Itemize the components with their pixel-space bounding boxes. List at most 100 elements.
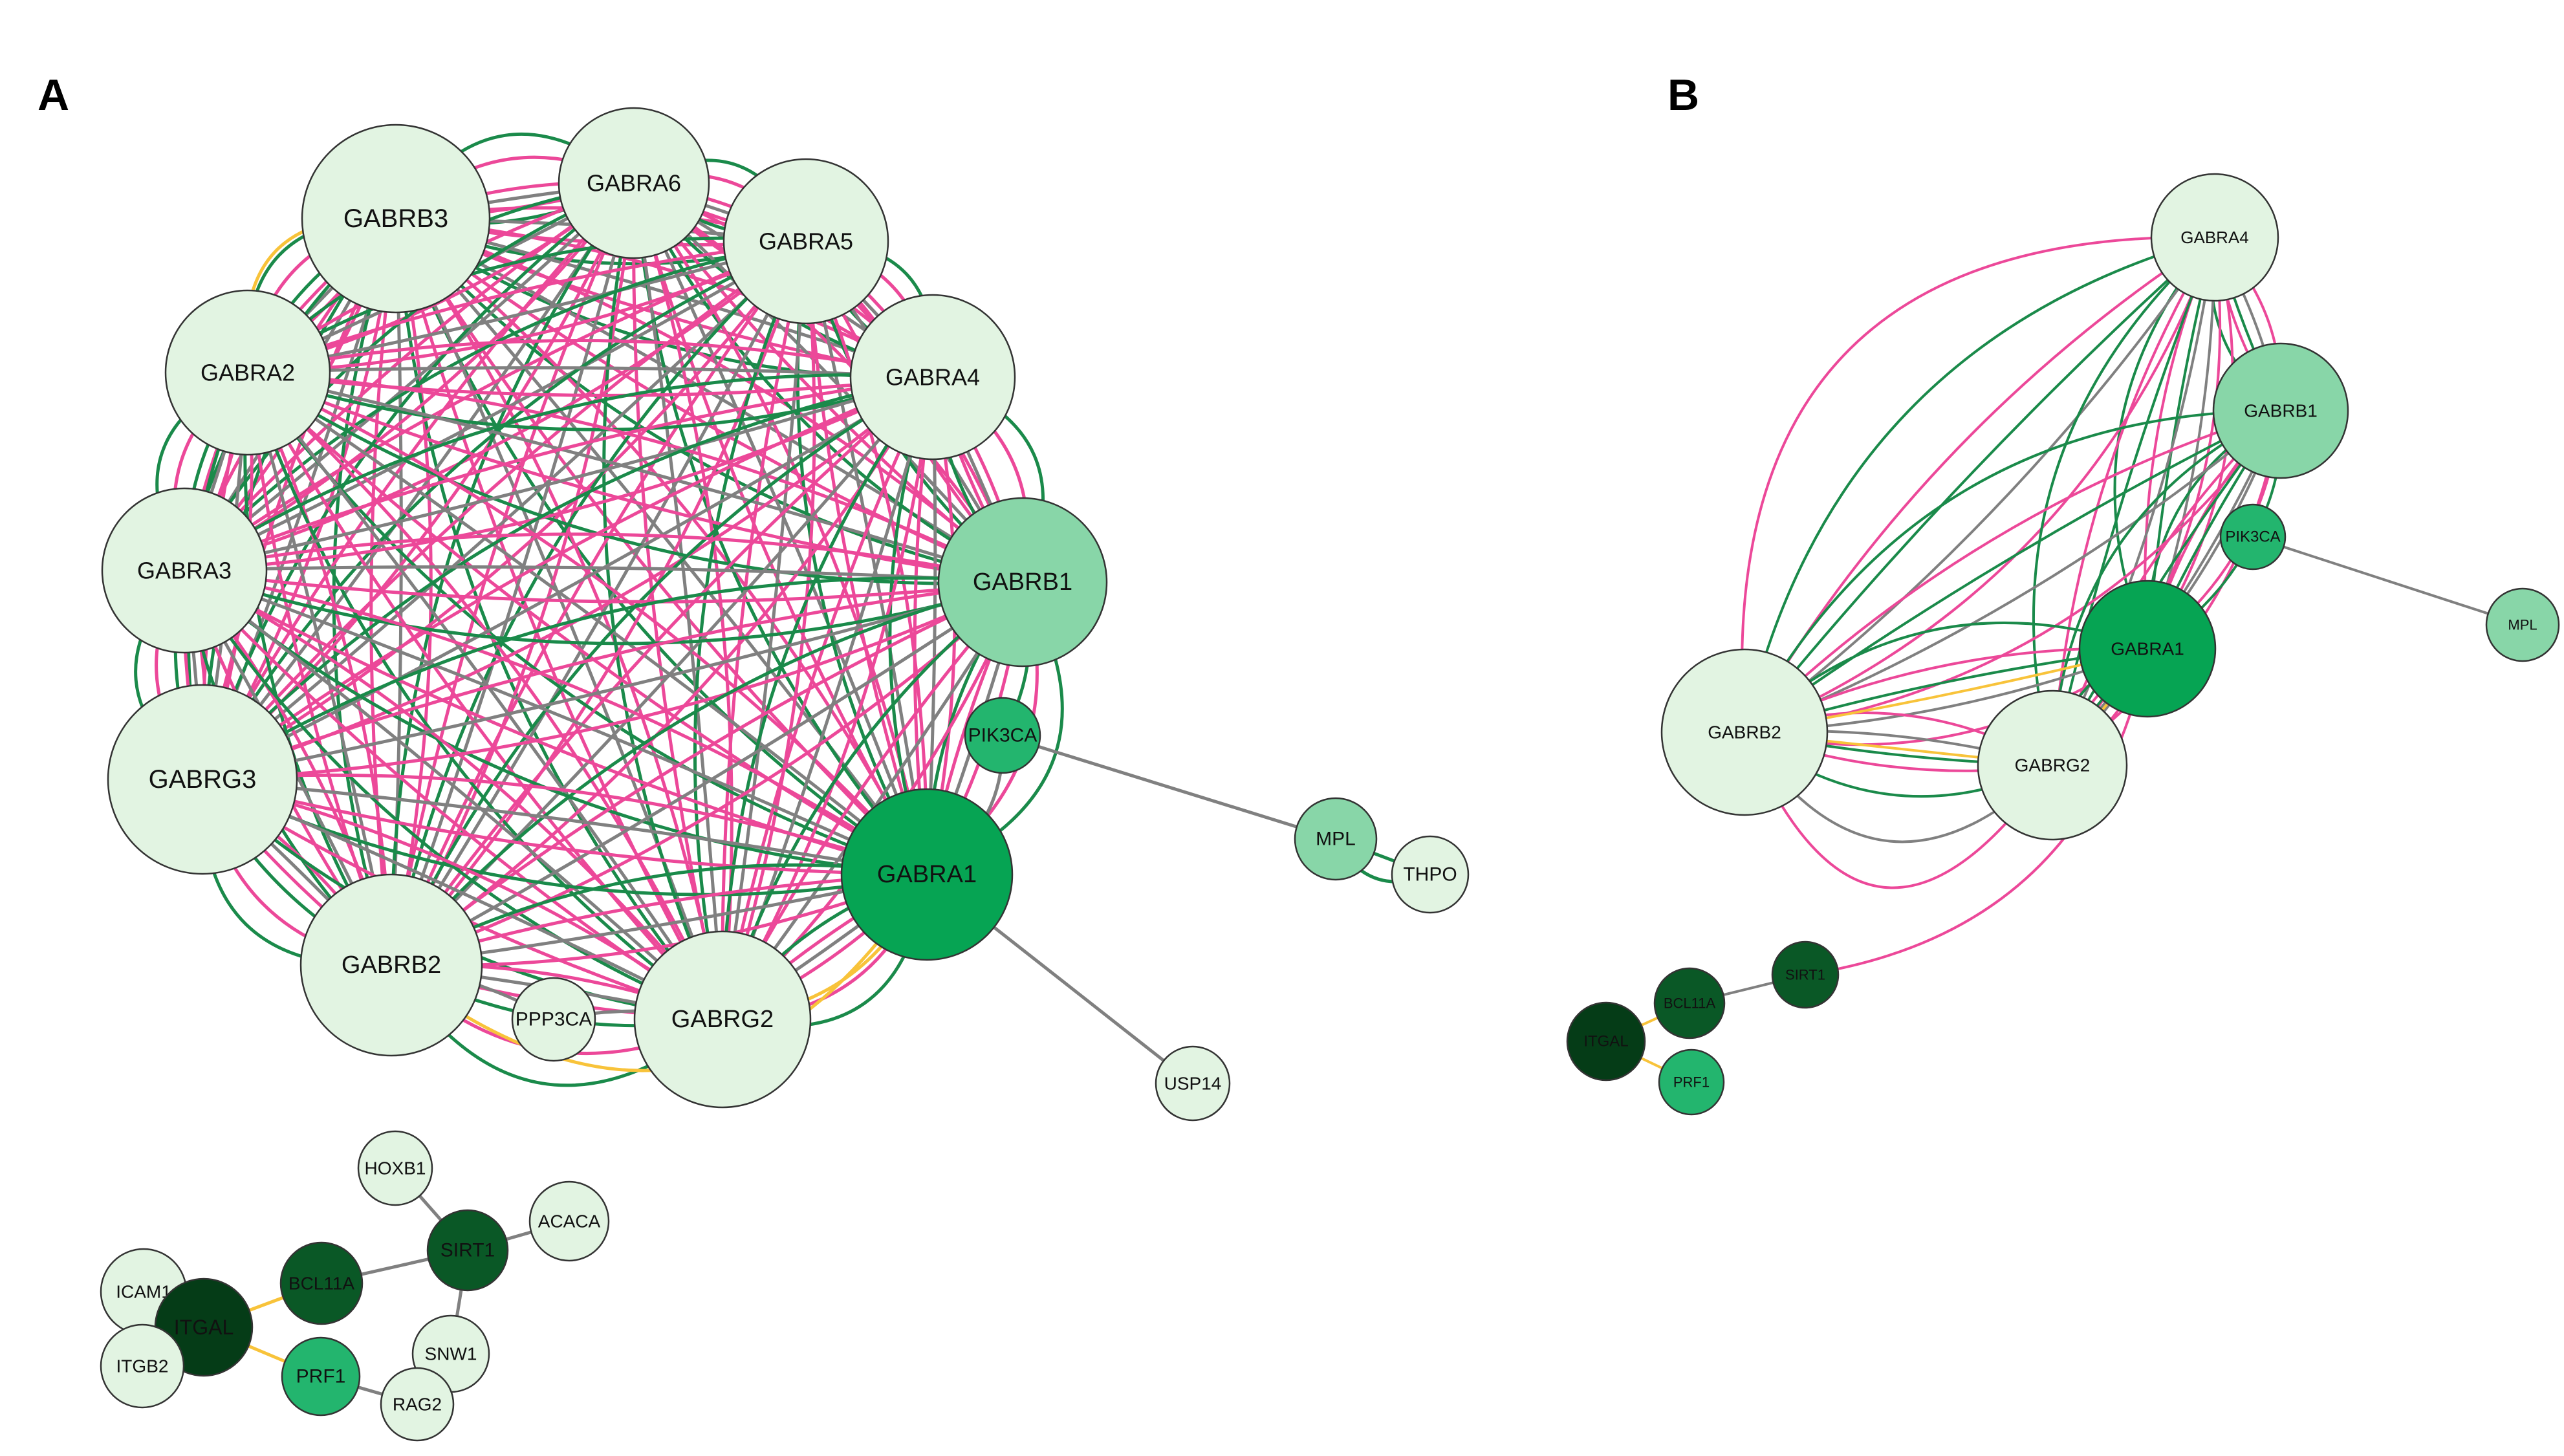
panel-a-label: A — [38, 71, 69, 120]
network-edge — [389, 239, 808, 967]
network-edge — [201, 375, 935, 781]
network-edge — [394, 217, 929, 876]
node-gabra5[interactable]: GABRA5 — [722, 158, 889, 325]
node-circle — [1294, 797, 1378, 881]
node-gabrg2[interactable]: GABRG2 — [1977, 690, 2128, 841]
network-edge — [2051, 236, 2216, 766]
node-pik3ca[interactable]: PIK3CA — [2219, 503, 2287, 570]
node-label: GABRG2 — [671, 1006, 774, 1033]
node-circle — [722, 158, 889, 325]
node-gabrb2[interactable]: GABRB2 — [299, 873, 483, 1057]
node-bcl11a[interactable]: BCL11A — [1653, 967, 1726, 1039]
network-edge — [394, 217, 929, 876]
node-circle — [849, 294, 1016, 461]
network-edge — [1743, 409, 2282, 733]
node-circle — [357, 1130, 433, 1206]
node-sirt1[interactable]: SIRT1 — [1771, 940, 1840, 1009]
network-edge — [804, 239, 929, 876]
node-hoxb1[interactable]: HOXB1 — [357, 1130, 433, 1206]
network-edge — [1804, 647, 2149, 976]
network-edge — [182, 569, 929, 876]
node-label: THPO — [1403, 864, 1457, 886]
node-gabra6[interactable]: GABRA6 — [558, 107, 710, 259]
network-edge — [182, 569, 1025, 603]
node-pik3ca[interactable]: PIK3CA — [964, 697, 1041, 774]
node-ppp3ca[interactable]: PPP3CA — [511, 977, 596, 1062]
node-label: HOXB1 — [365, 1158, 426, 1179]
node-circle — [100, 1323, 185, 1409]
node-sirt1[interactable]: SIRT1 — [426, 1209, 509, 1292]
node-gabra1[interactable]: GABRA1 — [2078, 580, 2217, 718]
node-thpo[interactable]: THPO — [1391, 835, 1470, 914]
node-itgb2[interactable]: ITGB2 — [100, 1323, 185, 1409]
network-edge — [721, 239, 816, 1021]
node-circle — [1771, 940, 1840, 1009]
node-circle — [840, 788, 1014, 961]
network-edge — [182, 565, 1025, 584]
node-label: GABRA1 — [877, 861, 977, 888]
node-label: GABRB1 — [2244, 401, 2318, 421]
network-edge — [246, 236, 808, 375]
network-edge — [182, 375, 935, 572]
node-gabrb1[interactable]: GABRB1 — [937, 497, 1108, 668]
node-circle — [1653, 967, 1726, 1039]
network-edge — [721, 239, 808, 1021]
node-bcl11a[interactable]: BCL11A — [279, 1241, 364, 1325]
network-edge — [201, 375, 935, 781]
node-prf1[interactable]: PRF1 — [1658, 1049, 1725, 1116]
network-edge — [201, 580, 1025, 781]
network-edge — [246, 371, 929, 876]
node-gabra3[interactable]: GABRA3 — [101, 487, 268, 654]
network-edge — [1743, 236, 2216, 733]
node-usp14[interactable]: USP14 — [1155, 1045, 1231, 1122]
network-edge — [693, 239, 808, 1021]
node-mpl[interactable]: MPL — [2485, 587, 2560, 662]
network-edge — [201, 181, 636, 781]
node-label: RAG2 — [393, 1395, 442, 1415]
node-gabra4[interactable]: GABRA4 — [849, 294, 1016, 461]
node-circle — [1977, 690, 2128, 841]
node-prf1[interactable]: PRF1 — [281, 1336, 361, 1417]
network-edge — [1743, 236, 2216, 733]
network-edge — [182, 375, 935, 572]
node-gabra2[interactable]: GABRA2 — [164, 289, 331, 456]
node-circle — [426, 1209, 509, 1292]
network-edge — [246, 371, 1025, 585]
node-label: SIRT1 — [1785, 967, 1825, 983]
network-edge — [2252, 536, 2524, 626]
network-edge — [1743, 409, 2282, 733]
node-circle — [511, 977, 596, 1062]
node-circle — [301, 124, 491, 314]
node-label: GABRG3 — [149, 765, 257, 794]
network-edge — [182, 569, 929, 876]
network-edge — [201, 777, 929, 876]
node-gabrb3[interactable]: GABRB3 — [301, 124, 491, 314]
network-edge — [804, 239, 929, 876]
node-label: PIK3CA — [2225, 528, 2280, 546]
network-edge — [389, 580, 1025, 967]
node-itgal[interactable]: ITGAL — [1566, 1001, 1646, 1081]
panel-b-label: B — [1668, 71, 1699, 120]
node-mpl[interactable]: MPL — [1294, 797, 1378, 881]
node-gabrb1[interactable]: GABRB1 — [2212, 342, 2349, 479]
node-label: PPP3CA — [516, 1009, 592, 1030]
network-edge — [246, 371, 724, 1021]
node-acaca[interactable]: ACACA — [528, 1180, 610, 1262]
node-gabrb2[interactable]: GABRB2 — [1660, 648, 1829, 816]
node-label: GABRB3 — [343, 204, 448, 233]
node-gabra4[interactable]: GABRA4 — [2150, 173, 2279, 302]
network-edge — [1743, 409, 2282, 733]
node-label: BCL11A — [288, 1274, 355, 1294]
node-gabrg2[interactable]: GABRG2 — [633, 930, 812, 1109]
node-circle — [380, 1367, 455, 1442]
node-circle — [101, 487, 268, 654]
node-gabrg3[interactable]: GABRG3 — [107, 684, 298, 875]
node-circle — [528, 1180, 610, 1262]
node-rag2[interactable]: RAG2 — [380, 1367, 455, 1442]
node-circle — [107, 684, 298, 875]
node-gabra1[interactable]: GABRA1 — [840, 788, 1014, 961]
panel-a-edges — [134, 132, 1432, 1406]
network-edge — [389, 239, 808, 967]
network-edge — [201, 375, 935, 781]
